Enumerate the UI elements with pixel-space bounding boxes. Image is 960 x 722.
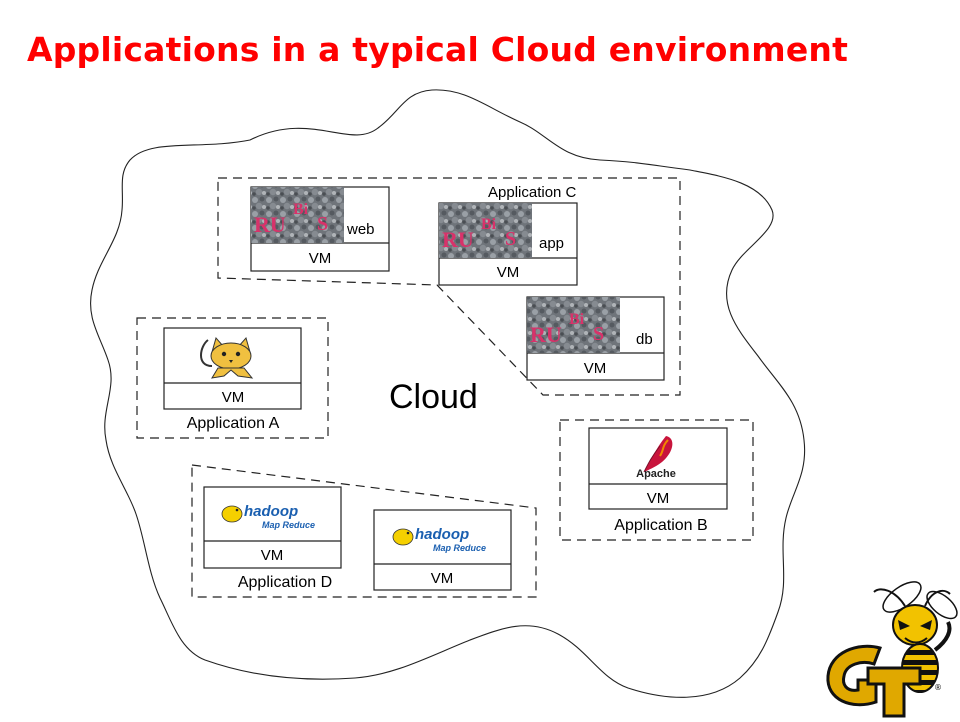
- app-c-boundary: [217, 177, 681, 396]
- tier-label-web: web: [346, 221, 375, 238]
- vm-box-db: RU Bi S db VM: [526, 296, 665, 381]
- vm-box-apache: Apache VM: [588, 427, 728, 510]
- vm-box-app: RU Bi S app VM: [438, 202, 578, 286]
- rubis-logo: RU Bi S: [527, 297, 620, 353]
- svg-text:S: S: [317, 213, 328, 235]
- app-a-label: Application A: [187, 415, 280, 432]
- svg-text:®: ®: [934, 683, 942, 692]
- hadoop-logo-text: hadoop: [244, 503, 298, 520]
- app-d-boundary: [191, 464, 537, 598]
- hadoop-logo: hadoop Map Reduce: [221, 503, 315, 530]
- cloud-outline: [90, 89, 806, 698]
- apache-logo-text: Apache: [636, 468, 676, 480]
- vm-label: VM: [647, 490, 670, 507]
- svg-text:Bi: Bi: [569, 311, 585, 328]
- vm-label: VM: [222, 389, 245, 406]
- vm-box-web: RU Bi S web VM: [250, 186, 390, 272]
- cloud-label: Cloud: [389, 378, 478, 416]
- hadoop-logo-subtext: Map Reduce: [433, 543, 486, 553]
- slide-title: Applications in a typical Cloud environm…: [27, 30, 849, 69]
- svg-text:RU: RU: [254, 212, 286, 237]
- rubis-logo: RU Bi S: [439, 203, 532, 258]
- vm-box-tomcat: VM: [163, 327, 302, 410]
- app-b-label: Application B: [614, 517, 707, 534]
- app-a-boundary: [136, 317, 329, 439]
- svg-text:RU: RU: [530, 322, 562, 347]
- hadoop-logo: hadoop Map Reduce: [392, 526, 486, 553]
- apache-feather-icon: [643, 436, 673, 473]
- hadoop-logo-text: hadoop: [415, 526, 469, 543]
- vm-box-hadoop-2: hadoop Map Reduce VM: [373, 509, 512, 591]
- hadoop-logo-subtext: Map Reduce: [262, 520, 315, 530]
- svg-text:S: S: [505, 228, 516, 250]
- svg-text:Bi: Bi: [481, 216, 497, 233]
- vm-box-hadoop-1: hadoop Map Reduce VM: [203, 486, 342, 569]
- vm-label: VM: [584, 360, 607, 377]
- tomcat-icon: [200, 336, 254, 379]
- svg-text:Bi: Bi: [293, 201, 309, 218]
- app-c-label: Application C: [488, 184, 577, 201]
- vm-label: VM: [309, 250, 332, 267]
- svg-text:RU: RU: [442, 227, 474, 252]
- app-b-boundary: [559, 419, 754, 541]
- rubis-logo: RU Bi S: [251, 187, 344, 243]
- tier-label-app: app: [539, 235, 564, 252]
- vm-label: VM: [497, 264, 520, 281]
- app-d-label: Application D: [238, 574, 332, 591]
- svg-text:S: S: [593, 323, 604, 345]
- georgia-tech-logo: ®: [826, 581, 958, 718]
- vm-label: VM: [261, 547, 284, 564]
- tier-label-db: db: [636, 331, 653, 348]
- vm-label: VM: [431, 570, 454, 587]
